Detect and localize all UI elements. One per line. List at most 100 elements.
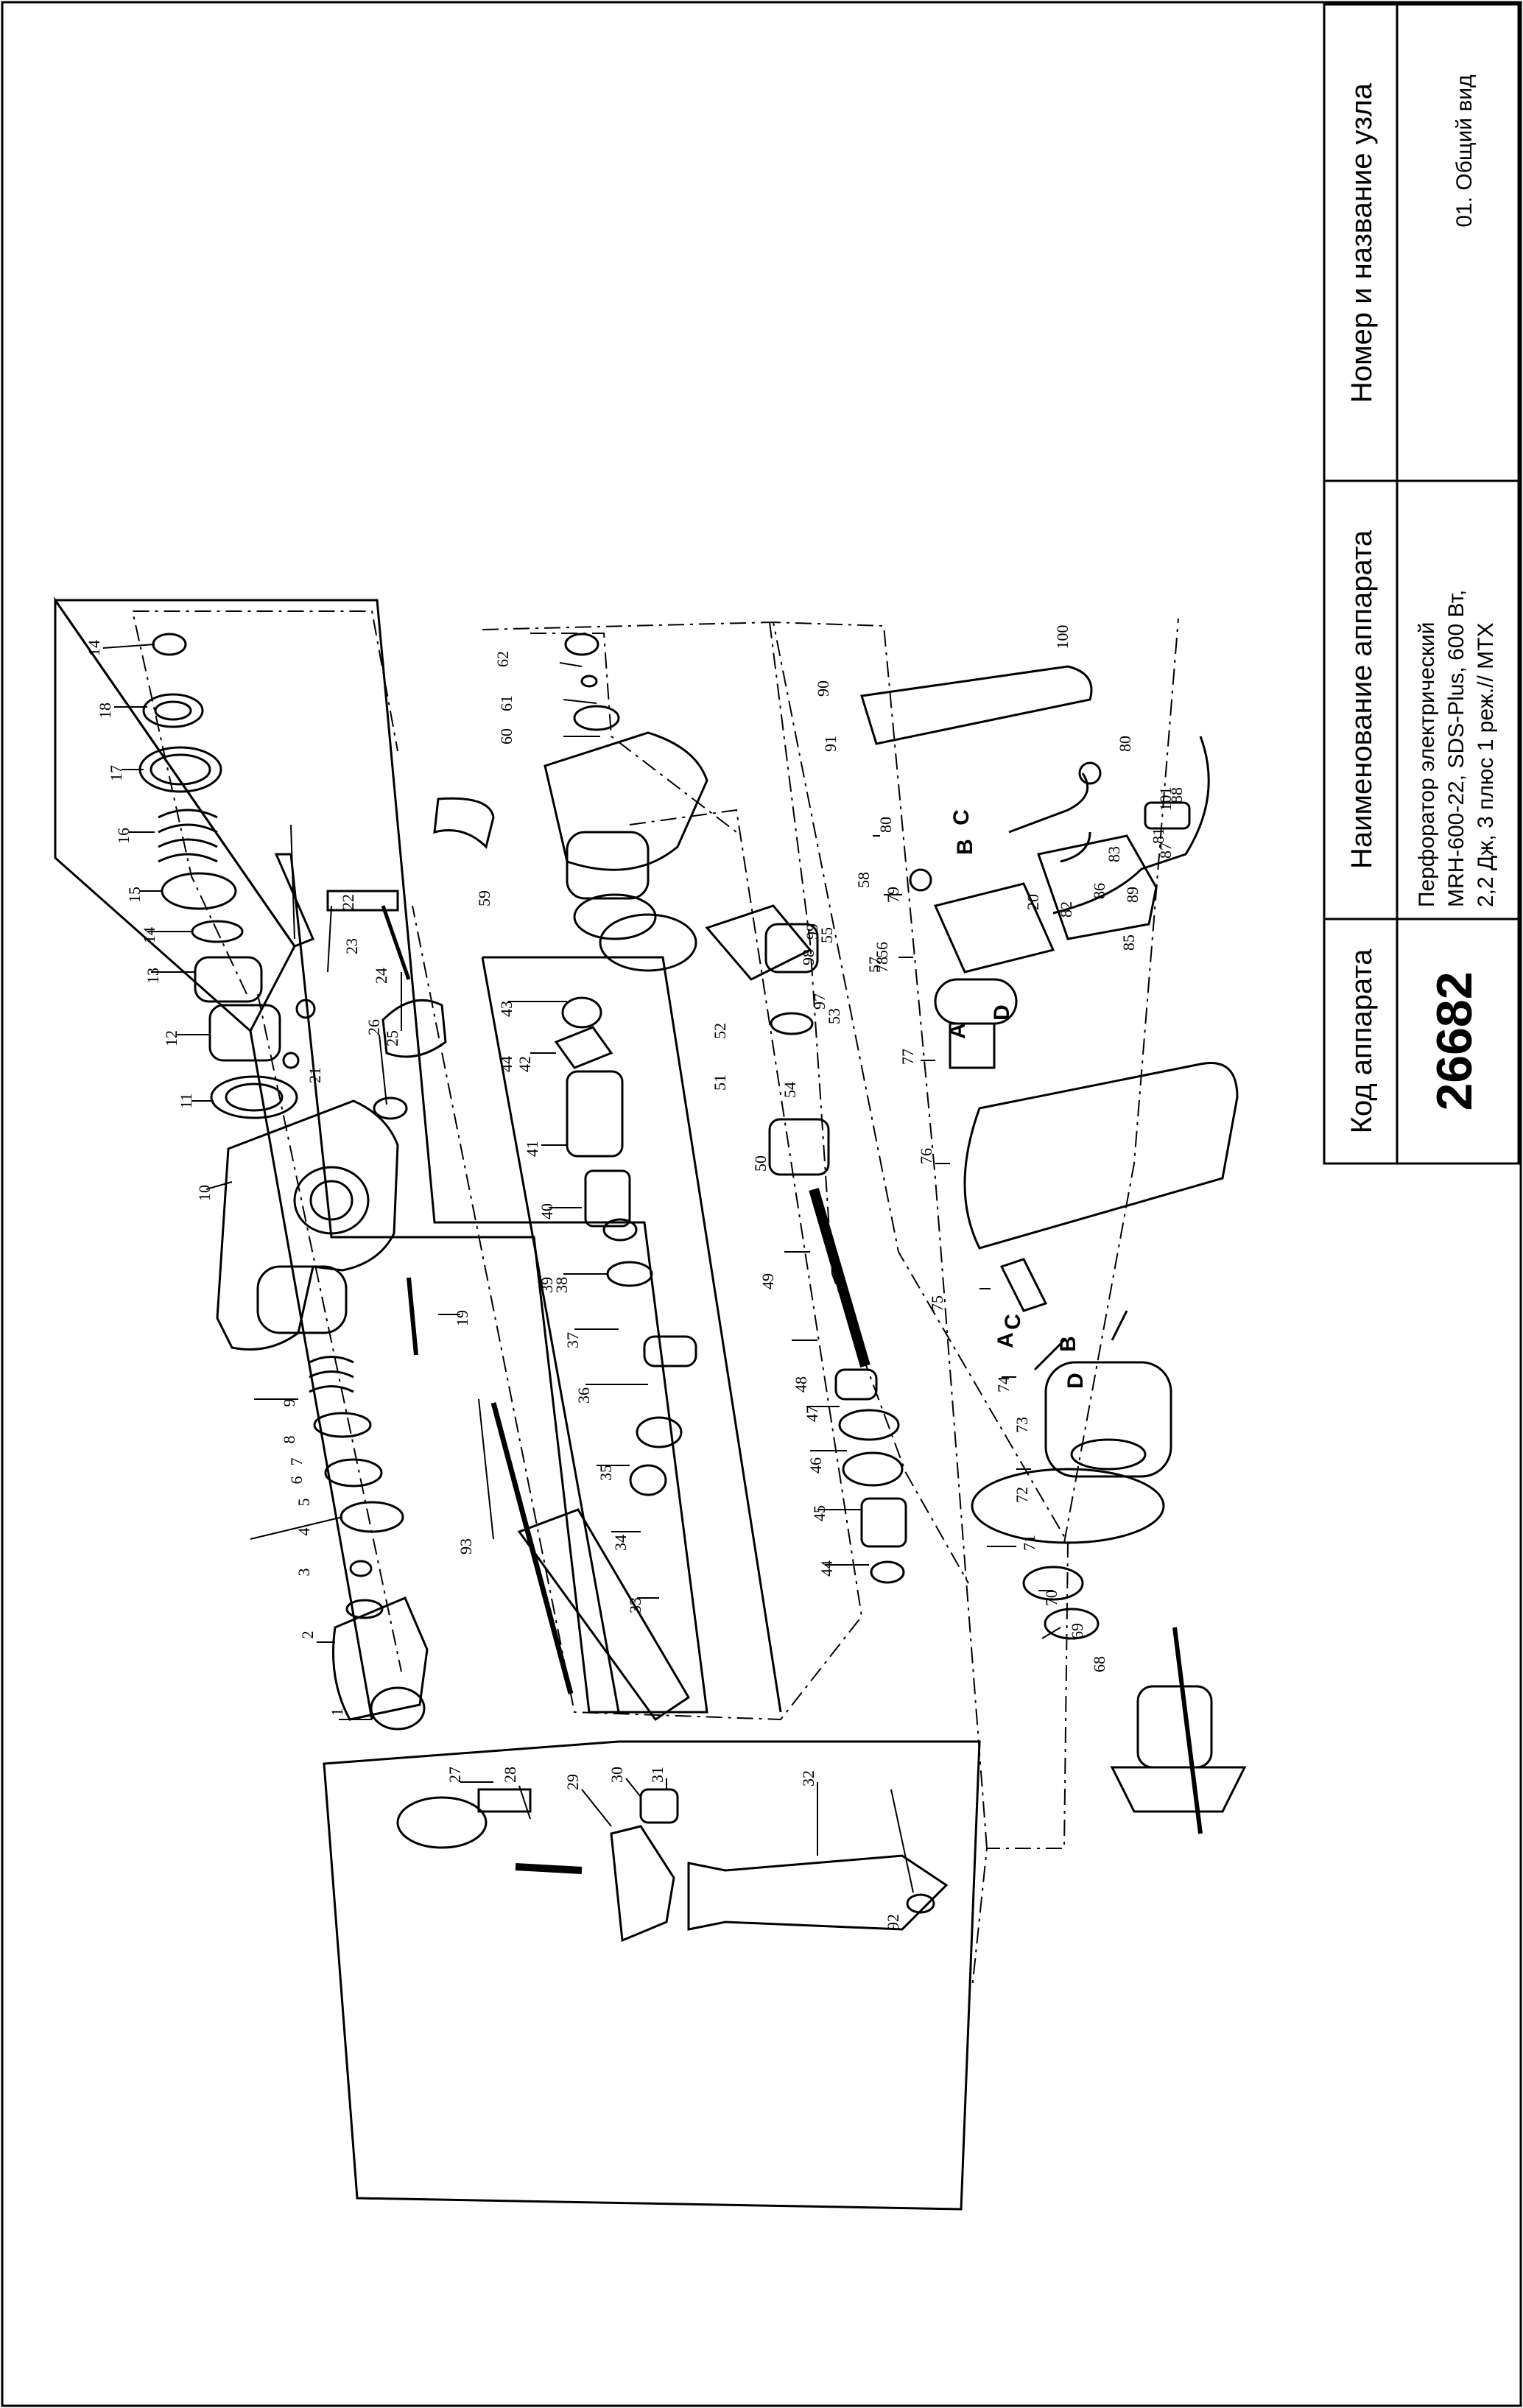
callout-label: 28: [501, 1767, 519, 1783]
callout-label: 7: [287, 1458, 306, 1466]
callout-label: 14: [140, 927, 158, 943]
callout-label: 29: [563, 1774, 582, 1790]
callout-label: 20: [1024, 894, 1042, 910]
callout-label: 56: [873, 942, 891, 958]
callout-label: 42: [516, 1056, 534, 1072]
callout-label: 74: [994, 1376, 1013, 1393]
callout-label: 23: [342, 938, 361, 954]
wire-letter: B: [1056, 1336, 1080, 1352]
callout-label: 86: [1090, 883, 1108, 899]
wire-letter: B: [953, 839, 977, 855]
callout-label: 71: [1020, 1535, 1038, 1551]
callout-label: 8: [280, 1436, 298, 1444]
callout-label: 69: [1068, 1623, 1086, 1639]
callout-label: 52: [711, 1023, 729, 1039]
callout-label: 43: [497, 1001, 516, 1017]
unit-value: 01. Общий вид: [1452, 74, 1477, 227]
name-header: Наименование аппарата: [1346, 529, 1378, 869]
callout-label: 61: [497, 695, 516, 711]
assembly-frames: [54, 596, 981, 2211]
callout-label: 54: [781, 1082, 799, 1098]
callout-label: 57: [865, 957, 884, 973]
callout-label: 100: [1053, 625, 1072, 649]
callout-label: 50: [751, 1155, 770, 1172]
callout-label: 35: [597, 1465, 615, 1481]
callout-label: 5: [295, 1499, 313, 1507]
callout-label: 58: [854, 872, 873, 888]
callout-label: 27: [446, 1767, 464, 1783]
callout-label: 72: [1013, 1487, 1031, 1503]
callout-label: 89: [1123, 887, 1142, 903]
callout-label: 47: [803, 1406, 821, 1422]
callout-label: 21: [306, 1067, 324, 1083]
callout-label: 36: [574, 1387, 593, 1404]
callout-label: 48: [792, 1376, 810, 1393]
callout-label: 31: [648, 1767, 666, 1783]
callout-label: 55: [817, 927, 836, 943]
part-shapes: [138, 633, 1247, 1943]
wire-letter: C: [949, 809, 974, 825]
callout-label: 11: [177, 1093, 195, 1108]
callout-label: 51: [711, 1074, 729, 1091]
callout-label: 98: [799, 949, 817, 965]
name-line-2: MRH-600-22, SDS-Plus, 600 Вт,: [1444, 590, 1469, 907]
callout-label: 73: [1013, 1417, 1031, 1433]
callout-labels: 1234567891011121314141516171819202122232…: [85, 625, 1186, 1931]
callout-label: 82: [1057, 901, 1075, 918]
callout-label: 16: [114, 828, 133, 844]
callout-label: 81: [1149, 828, 1167, 844]
callout-label: 91: [821, 736, 840, 752]
callout-label: 92: [884, 1914, 902, 1930]
callout-label: 15: [125, 887, 144, 903]
callout-label: 80: [876, 817, 895, 833]
callout-label: 2: [298, 1631, 317, 1639]
callout-label: 40: [538, 1203, 556, 1219]
callout-label: 44: [817, 1560, 836, 1577]
callout-label: 76: [917, 1148, 935, 1164]
callout-label: 37: [563, 1332, 582, 1348]
wire-letter: D: [990, 1004, 1014, 1021]
callout-label: 34: [611, 1535, 630, 1551]
callout-label: 93: [457, 1538, 475, 1555]
title-block: Код аппарата 26682 Наименование аппарата…: [1323, 3, 1520, 1165]
leader-lines: [102, 644, 1061, 1893]
code-value: 26682: [1427, 971, 1482, 1110]
unit-header: Номер и название узла: [1346, 82, 1378, 403]
callout-label: 24: [372, 968, 390, 984]
name-line-1: Перфоратор электрический: [1415, 622, 1439, 907]
callout-label: 9: [280, 1399, 298, 1407]
callout-label: 90: [814, 680, 832, 697]
code-header: Код аппарата: [1346, 948, 1378, 1133]
callout-label: 70: [1042, 1590, 1061, 1606]
callout-label: 45: [810, 1505, 829, 1521]
callout-label: 46: [806, 1457, 825, 1474]
wire-letter: A: [946, 1023, 970, 1039]
callout-label: 1: [328, 1708, 346, 1717]
callout-label: 17: [107, 765, 125, 781]
callout-label: 78: [873, 957, 891, 973]
callout-label: 12: [162, 1030, 180, 1046]
callout-label: 41: [523, 1141, 541, 1157]
callout-label: 25: [383, 1030, 401, 1046]
callout-label: 101: [1156, 787, 1175, 812]
callout-label: 97: [810, 993, 829, 1010]
callout-label: 13: [144, 968, 162, 984]
callout-label: 49: [759, 1273, 777, 1289]
callout-label: 79: [884, 887, 902, 903]
callout-label: 44: [497, 1056, 516, 1072]
callout-label: 99: [803, 923, 821, 940]
wire-letter: D: [1063, 1373, 1088, 1389]
callout-label: 62: [493, 651, 512, 667]
callout-label: 87: [1156, 842, 1175, 859]
callout-label: 6: [287, 1476, 306, 1485]
callout-label: 59: [475, 890, 493, 906]
wire-letter: A: [993, 1332, 1018, 1348]
callout-label: 14: [85, 640, 103, 656]
callout-label: 19: [453, 1310, 471, 1326]
callout-label: 80: [1116, 736, 1134, 752]
callout-label: 18: [96, 703, 114, 719]
callout-label: 32: [799, 1770, 817, 1786]
